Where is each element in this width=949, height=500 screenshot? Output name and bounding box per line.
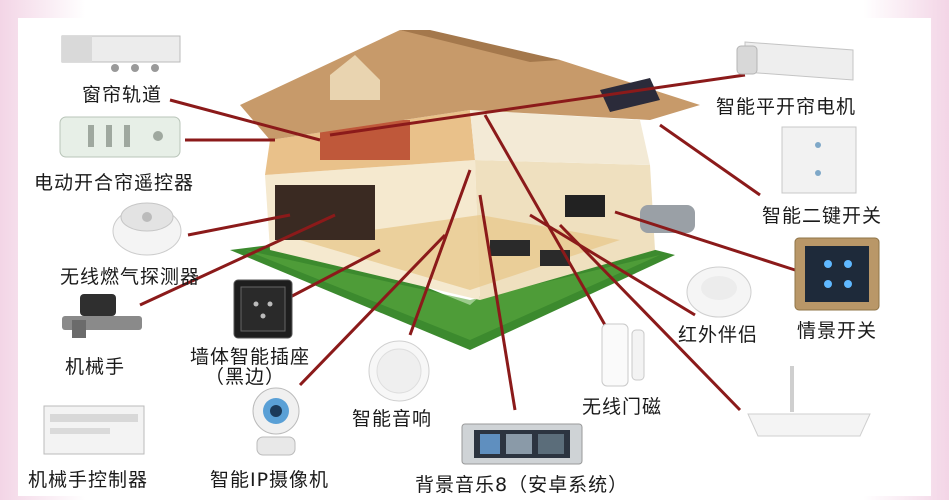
manipulator-label: 机械手: [65, 356, 126, 378]
dual-switch-device: [781, 126, 857, 194]
manipulator-controller-label: 机械手控制器: [28, 469, 149, 491]
curtain-track-label: 窗帘轨道: [82, 84, 163, 106]
scene-switch-device: [794, 237, 880, 311]
curtain-track-device: [61, 35, 181, 72]
curtain-remote-label: 电动开合帘遥控器: [34, 172, 195, 194]
ip-camera-label: 智能IP摄像机: [210, 469, 330, 491]
ip-camera-device: [252, 387, 300, 456]
gas-detector-label: 无线燃气探测器: [60, 266, 201, 288]
manipulator-device: [62, 294, 142, 338]
ir-companion-device: [686, 266, 752, 318]
router-device: [747, 366, 871, 437]
background-music-device: [461, 423, 583, 465]
curtain-motor-device: [736, 41, 854, 81]
dual-switch-label: 智能二键开关: [762, 205, 883, 227]
curtain-remote-device: [59, 116, 181, 158]
door-sensor-label: 无线门磁: [582, 396, 663, 418]
background-music-label: 背景音乐8（安卓系统）: [415, 474, 629, 496]
wall-socket-device: [233, 279, 293, 339]
wall-socket-label-line1: 墙体智能插座: [190, 346, 311, 368]
smart-speaker-label: 智能音响: [352, 408, 433, 430]
smart-speaker-device: [368, 340, 430, 402]
door-sensor-device: [601, 323, 645, 387]
manipulator-controller-device: [43, 405, 145, 455]
ir-companion-label: 红外伴侣: [678, 324, 759, 346]
scene-switch-label: 情景开关: [797, 320, 878, 342]
curtain-motor-label: 智能平开帘电机: [716, 96, 857, 118]
gas-detector-device: [112, 202, 182, 256]
wall-socket-label-line2: （黑边）: [205, 366, 286, 388]
